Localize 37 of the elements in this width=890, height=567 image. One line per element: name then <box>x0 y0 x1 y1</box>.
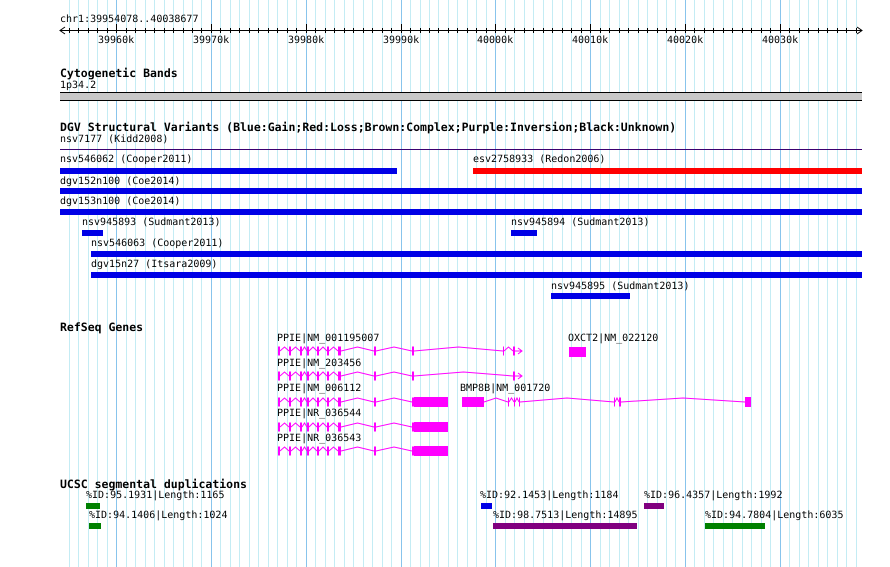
tick-label: 40020k <box>667 35 704 47</box>
track-title: Cytogenetic Bands <box>60 67 178 79</box>
feature-label: nsv945895 (Sudmant2013) <box>551 281 690 293</box>
track-title: RefSeq Genes <box>60 321 144 333</box>
gene-label: PPIE|NM_006112 <box>277 383 362 395</box>
feature-label: %ID:94.1406|Length:1024 <box>89 510 228 522</box>
feature-label: %ID:92.1453|Length:1184 <box>480 490 618 502</box>
feature-label: nsv7177 (Kidd2008) <box>60 134 168 146</box>
feature-label: %ID:96.4357|Length:1992 <box>644 490 782 502</box>
feature-label: dgv152n100 (Coe2014) <box>60 176 180 188</box>
feature-label: %ID:98.7513|Length:14895 <box>493 510 638 522</box>
feature-label: nsv945894 (Sudmant2013) <box>511 217 650 229</box>
track-title: DGV Structural Variants (Blue:Gain;Red:Loss;Brown:Complex;Purple:Inversion;Black:Unknown) <box>60 121 676 133</box>
gene-label: PPIE|NR_036544 <box>277 408 362 420</box>
track-title: UCSC segmental duplications <box>60 478 247 490</box>
feature-label: dgv15n27 (Itsara2009) <box>91 259 218 271</box>
feature-label: esv2758933 (Redon2006) <box>473 154 606 166</box>
tick-label: 39960k <box>98 35 134 47</box>
gene-label: PPIE|NR_036543 <box>277 433 362 445</box>
feature-label: nsv546063 (Cooper2011) <box>91 238 224 250</box>
gene-label: OXCT2|NM_022120 <box>568 333 658 345</box>
feature-label: %ID:94.7804|Length:6035 <box>705 510 844 522</box>
gene-label: PPIE|NM_001195007 <box>277 333 380 345</box>
band-label: 1p34.2 <box>60 80 96 92</box>
feature-label: dgv153n100 (Coe2014) <box>60 196 180 208</box>
tick-label: 39980k <box>288 35 324 47</box>
feature-label: nsv945893 (Sudmant2013) <box>82 217 220 229</box>
tick-label: 40010k <box>572 35 608 47</box>
feature-label: %ID:95.1931|Length:1165 <box>86 490 224 502</box>
tick-label: 40030k <box>762 35 798 47</box>
gene-label: PPIE|NM_203456 <box>277 358 362 370</box>
tick-label: 40000k <box>477 35 514 47</box>
gene-label: BMP8B|NM_001720 <box>460 383 550 395</box>
tick-label: 39970k <box>193 35 230 47</box>
feature-label: nsv546062 (Cooper2011) <box>60 154 192 166</box>
coordinate-label: chr1:39954078..40038677 <box>60 14 198 26</box>
tick-label: 39990k <box>383 35 420 47</box>
